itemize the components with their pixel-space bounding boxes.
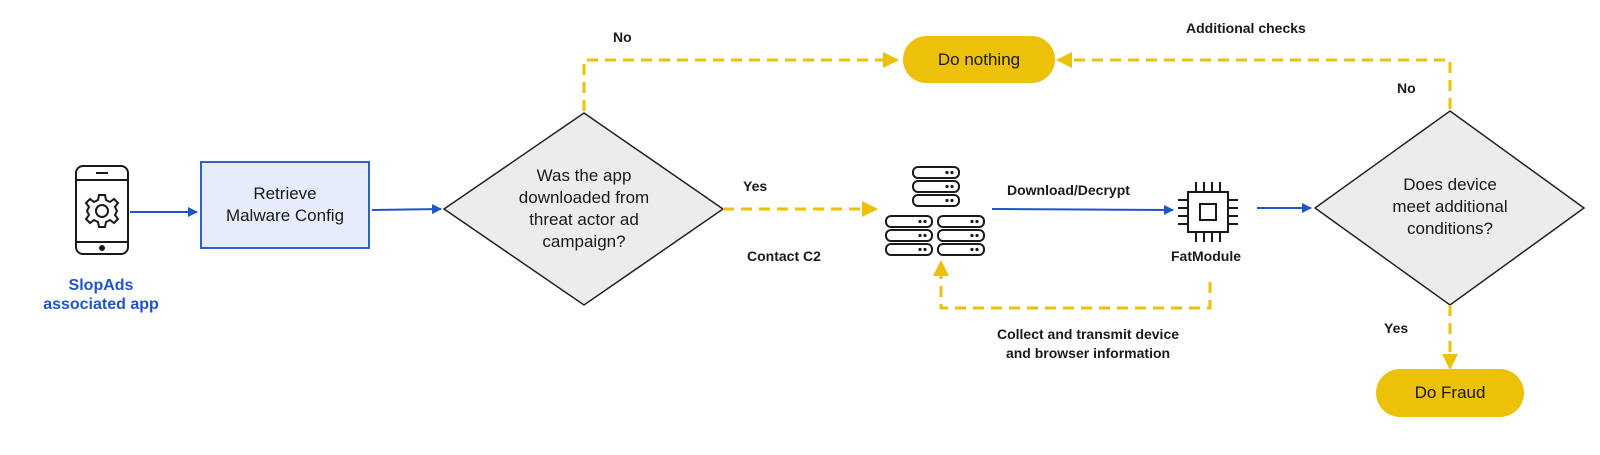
app-label: SlopAds associated app [20,276,182,314]
edge-label-download: Download/Decrypt [1007,182,1130,198]
edge-label-collect: Collect and transmit device and browser … [958,325,1218,363]
c2-label: Contact C2 [747,248,821,264]
retrieve-line2: Malware Config [225,206,345,225]
app-label-line2: associated app [43,296,159,313]
decision1-line3: threat actor ad [529,210,639,229]
decision-diamond-1 [442,112,725,306]
edge-label-d1-yes: Yes [743,178,768,194]
do-nothing-label: Do nothing [937,49,1021,69]
do-nothing-node: Do nothing [903,36,1055,83]
decision2-line3: conditions? [1406,219,1493,238]
do-fraud-node: Do Fraud [1376,369,1524,417]
decision1-text: Was the app downloaded from threat actor… [494,165,674,253]
fatmodule-label: FatModule [1171,248,1241,264]
decision2-text: Does device meet additional conditions? [1360,174,1540,240]
edge-collect-transmit [933,260,1212,310]
do-fraud-label: Do Fraud [1414,383,1486,402]
edge-download-decrypt [991,204,1174,215]
retrieve-config-box: Retrieve Malware Config [200,161,370,249]
edge-label-d2-no: No [1397,80,1416,96]
retrieve-line1: Retrieve [253,184,317,203]
edge-retrieve-to-decision1 [371,204,442,215]
decision2-line2: meet additional [1392,197,1508,216]
edge-additional-checks [1056,52,1452,109]
edge-label-d1-no: No [613,29,632,45]
edge-label-additional: Additional checks [1186,20,1306,36]
chip-icon [1178,182,1238,242]
server-stack-icon [885,166,985,256]
collect-line2: and browser information [1005,345,1171,361]
decision1-line1: Was the app [536,166,632,185]
smartphone-gear-icon [75,165,129,255]
edge-decision1-no [582,52,899,111]
decision2-line1: Does device [1403,175,1497,194]
decision1-line2: downloaded from [518,188,650,207]
edge-label-d2-yes: Yes [1384,320,1409,336]
collect-line1: Collect and transmit device [996,326,1180,342]
app-label-line1: SlopAds [68,277,134,294]
decision1-line4: campaign? [542,232,626,251]
